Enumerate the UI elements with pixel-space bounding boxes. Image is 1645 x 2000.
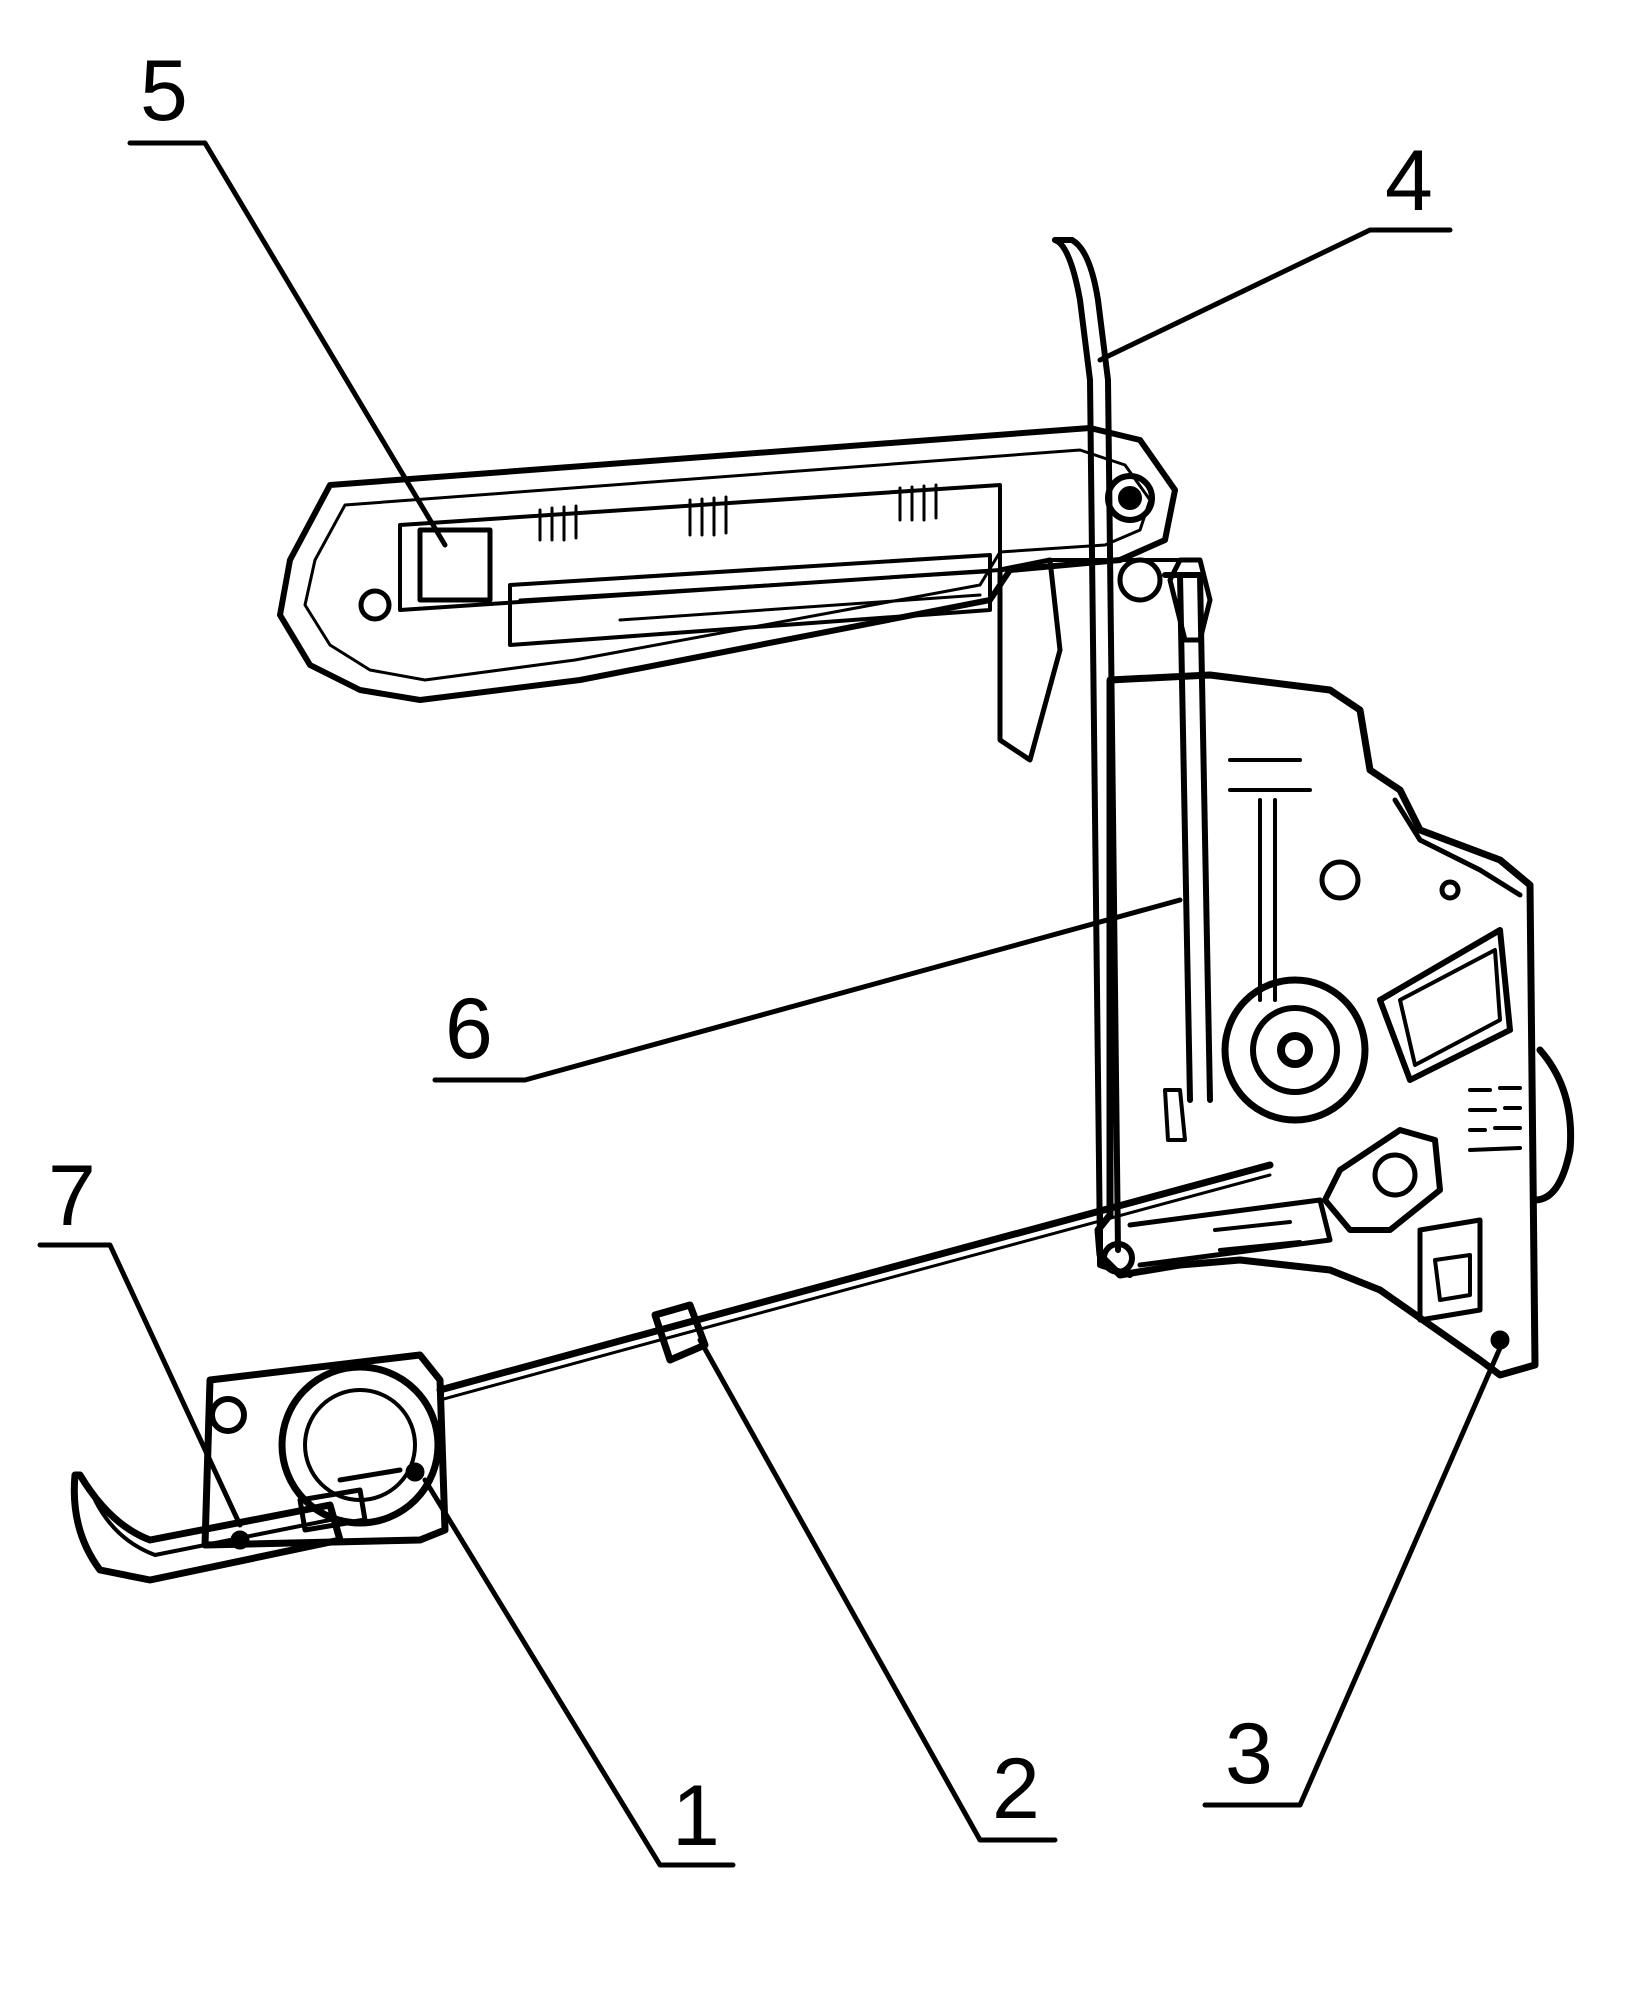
leader-line-7 xyxy=(37,1242,243,1528)
leader-line-2 xyxy=(697,1337,1058,1843)
control-cable xyxy=(436,1161,1274,1402)
connecting-bracket xyxy=(1162,557,1213,1103)
leader-line-3 xyxy=(1202,1345,1503,1808)
callout-5: 5 xyxy=(140,43,188,139)
callout-numbers: 5 4 6 7 1 2 3 xyxy=(48,43,1433,1864)
leader-line-1 xyxy=(422,1477,736,1868)
callout-2: 2 xyxy=(992,1741,1040,1837)
callout-3: 3 xyxy=(1225,1706,1273,1802)
leader-lines xyxy=(37,140,1503,1868)
outside-handle-assembly xyxy=(70,1351,449,1584)
leader-line-4 xyxy=(1097,227,1453,363)
door-lock-body xyxy=(1094,671,1575,1379)
vertical-link-rod xyxy=(1052,237,1121,1253)
callout-4: 4 xyxy=(1385,133,1433,229)
callout-7: 7 xyxy=(48,1148,96,1244)
callout-6: 6 xyxy=(445,981,493,1077)
callout-1: 1 xyxy=(672,1768,720,1864)
inside-handle-assembly xyxy=(277,425,1182,763)
leader-line-5 xyxy=(127,140,448,548)
leader-line-6 xyxy=(432,897,1183,1083)
